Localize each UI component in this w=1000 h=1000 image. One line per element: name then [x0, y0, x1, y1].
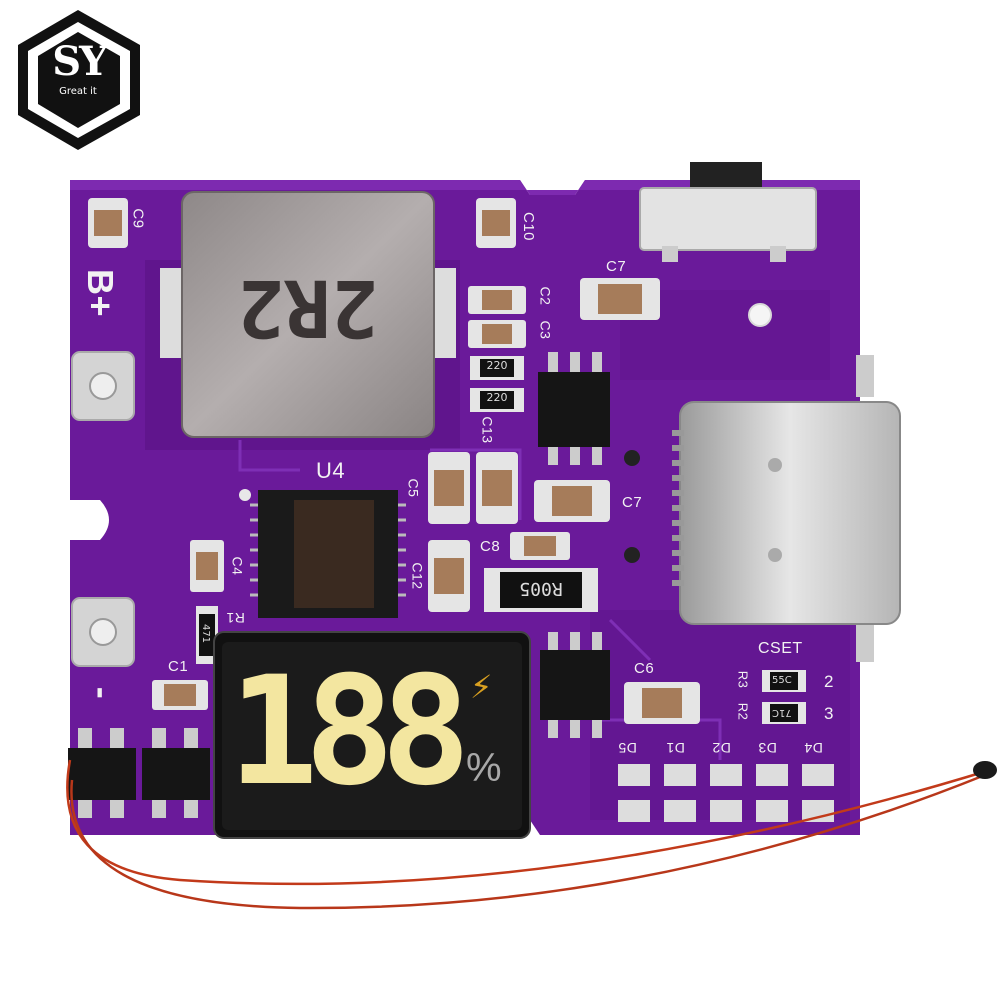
small-resistor-marking-1: 220 [486, 359, 508, 372]
main-ic-u4 [250, 490, 406, 618]
cap-label-c7-mid: C7 [622, 494, 643, 511]
pin-label-b-minus: - [82, 686, 124, 700]
indicator-leds [618, 764, 834, 822]
small-resistors [470, 356, 524, 412]
cset-r3-label: R3 [735, 670, 751, 689]
brand-logo [18, 10, 140, 150]
resistor-label-r1: R1 [226, 610, 245, 626]
cap-label-c4: C4 [229, 556, 246, 576]
sense-resistor [484, 568, 598, 612]
cap-label-c5: C5 [405, 478, 422, 498]
usb-c-port[interactable] [672, 355, 901, 662]
cap-label-c7-top: C7 [606, 258, 627, 275]
cset-title: CSET [758, 640, 803, 657]
display-digits: 188 [228, 645, 471, 819]
capacitors [88, 198, 700, 724]
cset-value-2: 2 [824, 672, 834, 691]
cap-label-c12: C12 [409, 562, 426, 590]
small-resistor-marking-2: 220 [486, 391, 508, 404]
display-unit: % [466, 746, 502, 790]
cset-code-2: 71C [772, 707, 792, 718]
slide-switch[interactable] [639, 162, 817, 262]
cset-resistors [762, 670, 806, 724]
cap-label-c1: C1 [168, 658, 189, 675]
sense-resistor-marking: R005 [519, 578, 563, 599]
chip-label-u4: U4 [316, 458, 346, 483]
cset-code-1: 55C [772, 675, 792, 686]
cap-label-c13: C13 [479, 416, 496, 444]
cset-value-3: 3 [824, 704, 834, 723]
mosfet-upper [538, 352, 610, 465]
led-label-d2: D2 [712, 740, 731, 756]
led-display [213, 631, 531, 839]
logo-tagline: Great it [59, 86, 97, 97]
lightning-bolt-icon: ⚡ [470, 668, 493, 706]
logo-letters: SY [52, 38, 107, 85]
protection-chip-left [68, 728, 136, 818]
cap-label-c6: C6 [634, 660, 655, 677]
cap-label-c2: C2 [537, 286, 554, 306]
protection-chip-right [142, 728, 210, 818]
led-label-d4: D4 [804, 740, 823, 756]
mosfet-lower [540, 632, 610, 738]
cap-label-c8: C8 [480, 538, 501, 555]
cap-label-c9: C9 [129, 208, 147, 229]
battery-plus-pad [71, 351, 135, 421]
thermistor-wire [66, 759, 997, 910]
cap-label-c3: C3 [537, 320, 554, 340]
led-label-d1: D1 [666, 740, 685, 756]
power-inductor [160, 191, 456, 438]
inductor-marking: 2R2 [237, 262, 378, 352]
cap-label-c10: C10 [520, 211, 538, 242]
pin-label-b-plus: B+ [80, 268, 122, 318]
led-label-d3: D3 [758, 740, 777, 756]
battery-minus-pad [71, 597, 135, 667]
cset-r2-label: R2 [735, 702, 751, 721]
resistor-r1 [196, 606, 218, 664]
sense-resistor-small-marking: 471 [200, 623, 212, 644]
led-label-d5: D5 [618, 740, 637, 756]
